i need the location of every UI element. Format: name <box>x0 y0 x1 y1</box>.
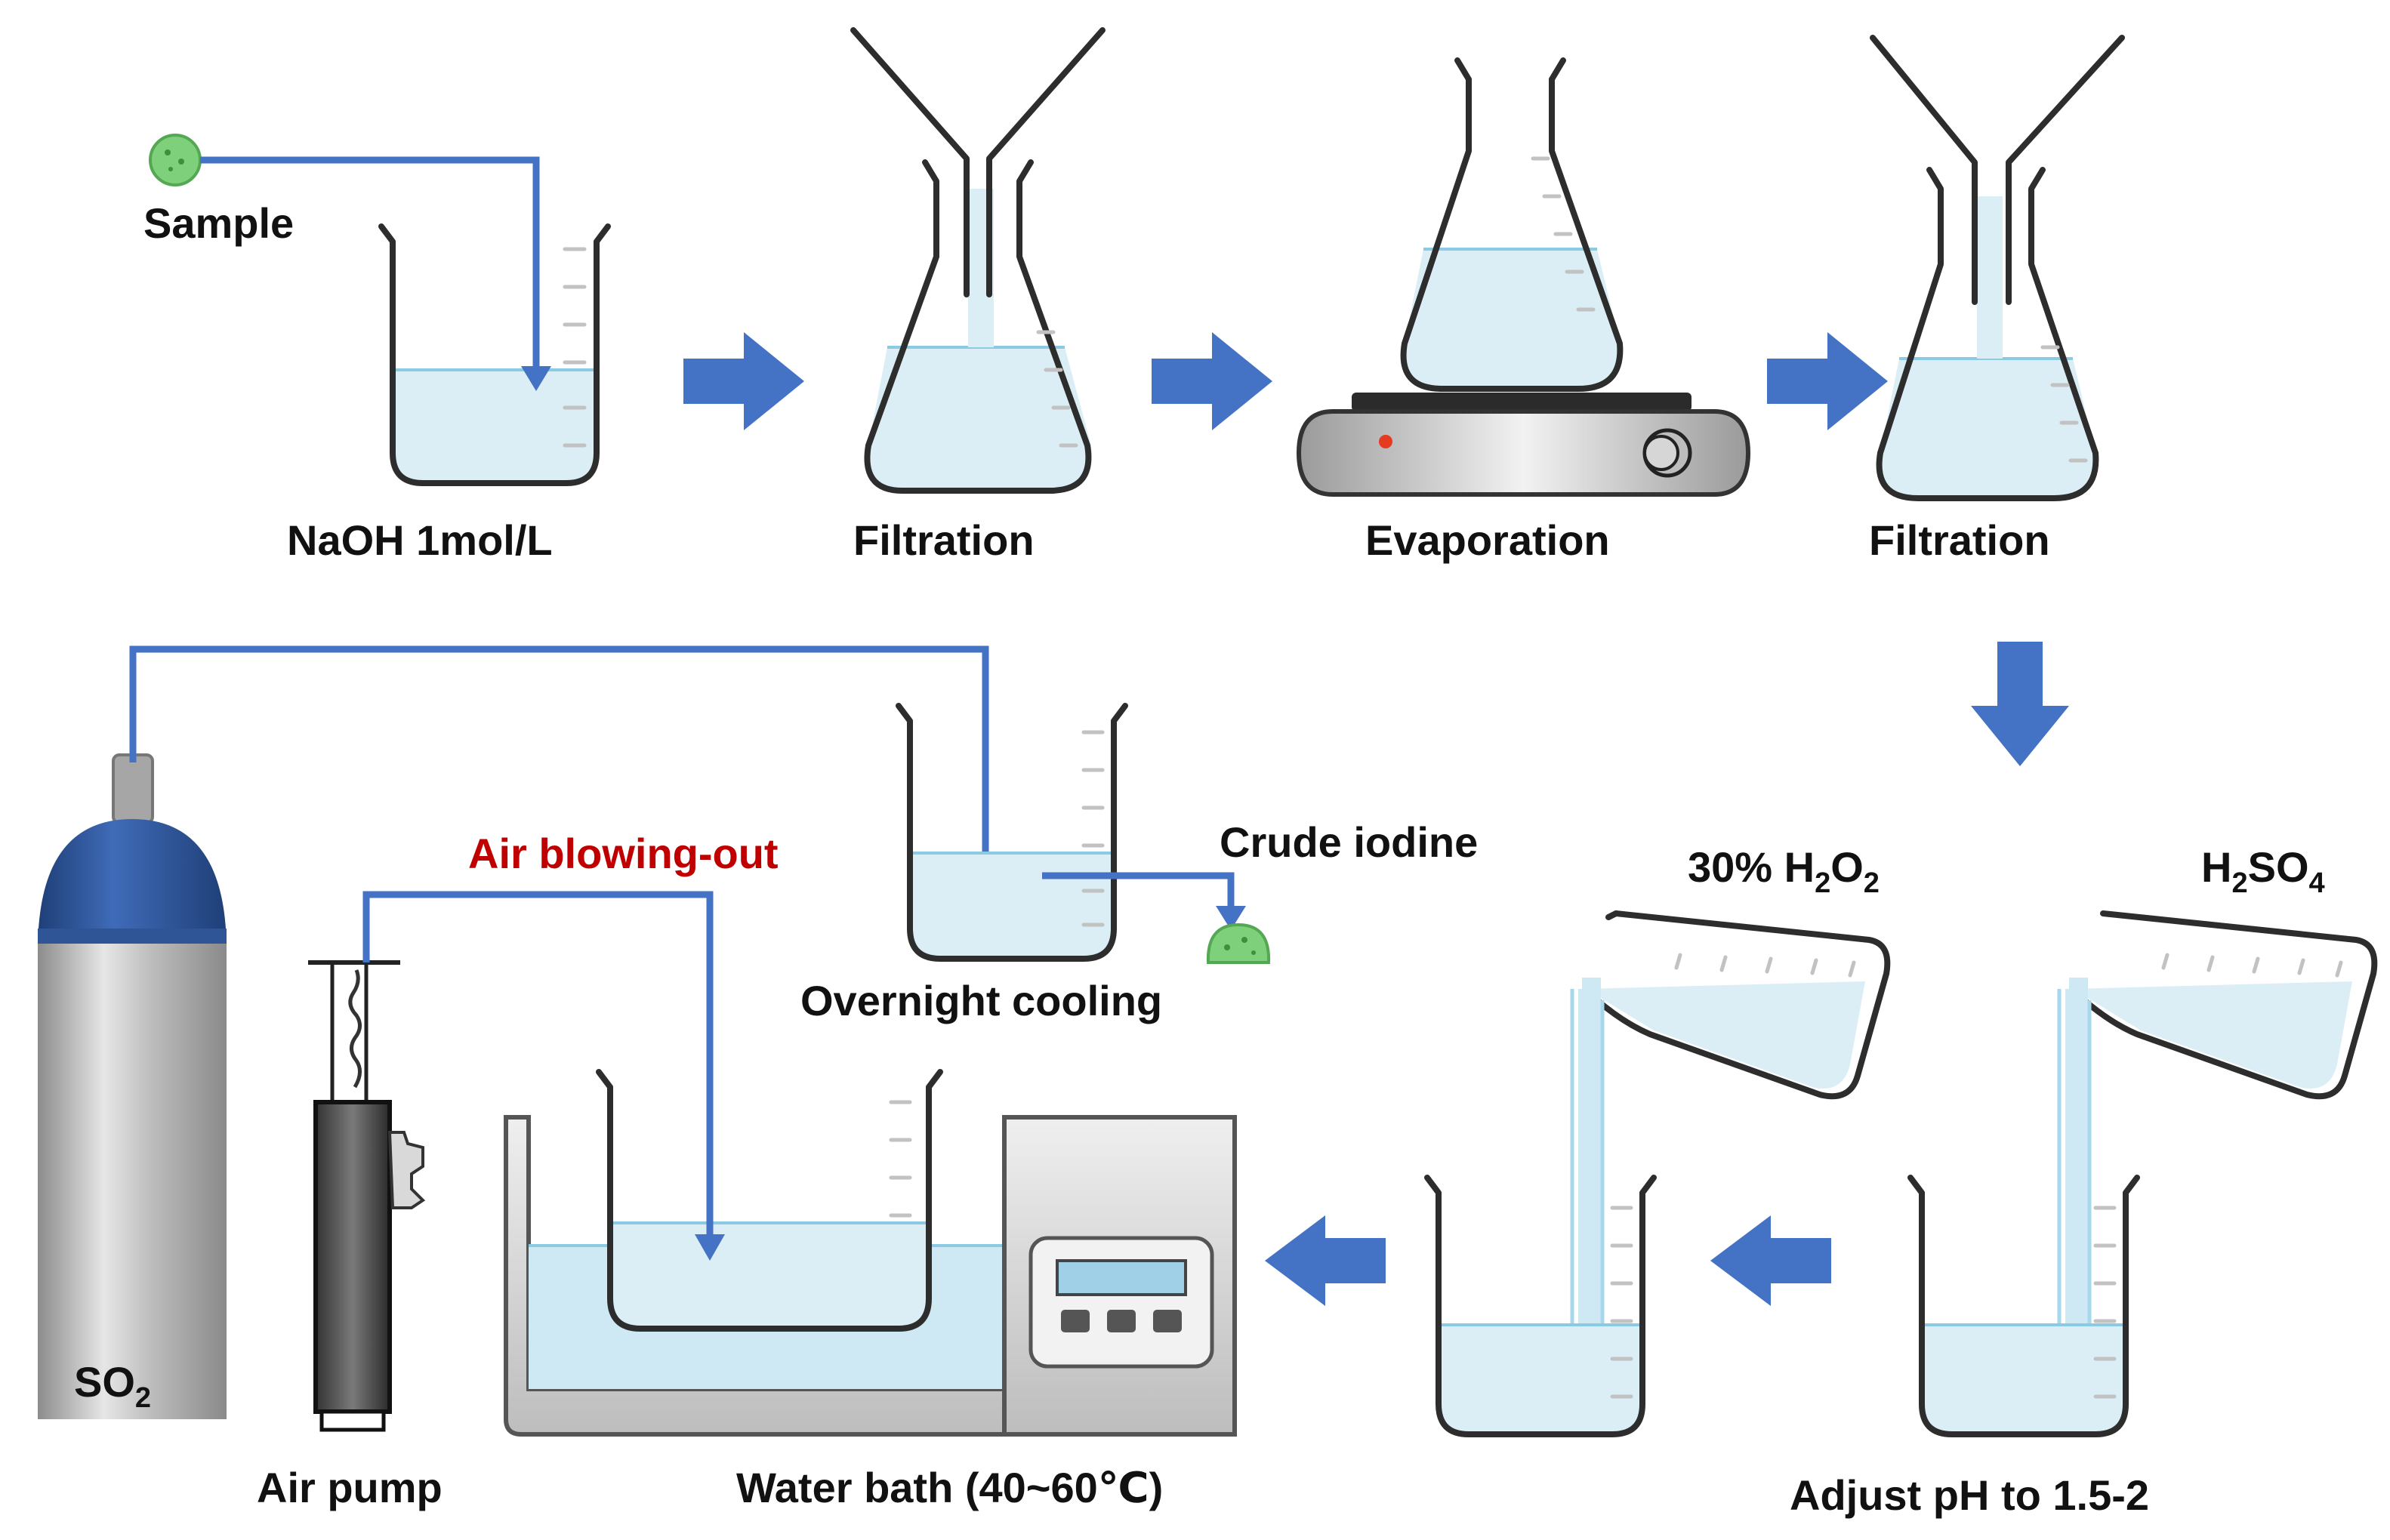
water-bath-beaker <box>596 1069 943 1332</box>
h2o2-label: 30% H2O2 <box>1688 843 1880 899</box>
so2-cylinder-icon <box>38 753 227 1419</box>
flow-arrow-1 <box>683 332 804 430</box>
filtration-flask-2 <box>1870 35 2125 501</box>
sample-label: Sample <box>143 199 294 247</box>
naoh-beaker <box>378 223 611 486</box>
air-pump-label: Air pump <box>257 1464 443 1511</box>
flow-arrow-2 <box>1152 332 1272 430</box>
naoh-label: NaOH 1mol/L <box>287 516 553 564</box>
ph-adjust-beaker-left <box>1424 1175 1657 1437</box>
crude-iodine-icon <box>1206 922 1271 964</box>
evaporation-flask <box>1400 57 1624 392</box>
crude-iodine-label: Crude iodine <box>1220 818 1478 866</box>
air-blowing-out-label: Air blowing-out <box>468 830 779 877</box>
ph-adjust-beaker-right <box>1907 1175 2140 1437</box>
filtration-2-label: Filtration <box>1869 516 2050 564</box>
water-bath-label: Water bath (40~60℃) <box>736 1464 1163 1511</box>
overnight-cooling-beaker <box>896 703 1128 962</box>
flow-arrow-left-1 <box>1710 1215 1831 1306</box>
crude-iodine-tube <box>1042 872 1246 930</box>
adjust-ph-label: Adjust pH to 1.5-2 <box>1790 1471 2149 1519</box>
so2-label: SO2 <box>74 1358 151 1414</box>
overnight-cooling-label: Overnight cooling <box>800 977 1162 1024</box>
sample-icon <box>149 134 202 186</box>
air-pump-icon <box>308 960 426 1432</box>
filtration-flask-1 <box>850 27 1106 494</box>
air-tube <box>362 891 725 1261</box>
hot-plate-icon <box>1296 393 1751 497</box>
h2so4-pouring-beaker <box>2057 910 2378 1374</box>
evaporation-label: Evaporation <box>1365 516 1610 564</box>
filtration-1-label: Filtration <box>853 516 1035 564</box>
sample-tube <box>200 156 551 391</box>
h2so4-label: H2SO4 <box>2201 843 2325 899</box>
flow-arrow-3 <box>1767 332 1888 430</box>
flow-arrow-down <box>1971 642 2069 766</box>
flow-arrow-left-2 <box>1265 1215 1386 1306</box>
h2o2-pouring-beaker <box>1570 910 1891 1359</box>
